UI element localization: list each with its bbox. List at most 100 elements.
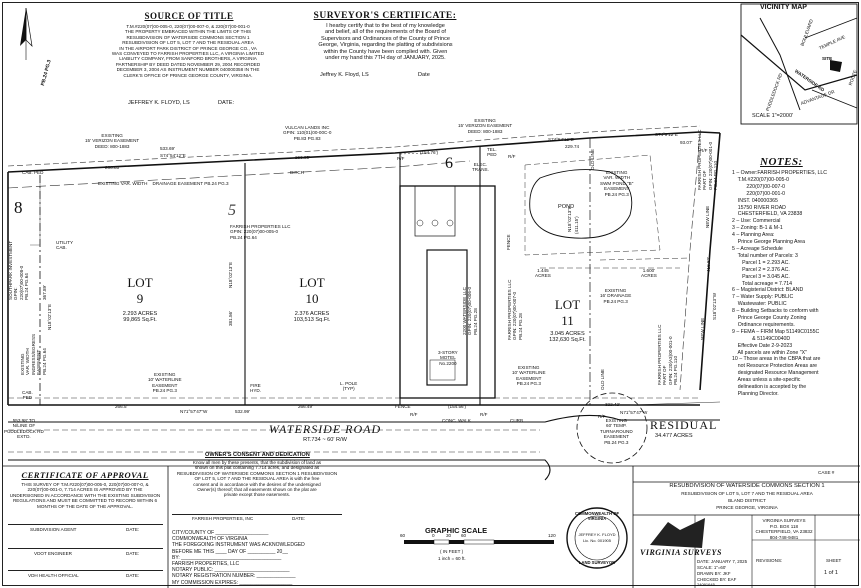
pond-label: POND [558, 204, 575, 210]
rf-label-5: R/F [598, 414, 606, 419]
road-edge-south [8, 459, 551, 481]
title-block-drawn: DRAWN BY: JKF [697, 571, 731, 576]
lot-10: LOT 10 2.376 ACRES 103,513 Sq.Ft. [293, 275, 331, 324]
scale-tick-0: 0 [432, 533, 435, 538]
verizon-easement-right: EXISTING 15' VERIZON EASEMENT DEED: 800-… [458, 118, 513, 134]
approval-line-2 [8, 548, 163, 549]
graphic-scale-heading: GRAPHIC SCALE [425, 526, 488, 535]
dim-533: 533.69' [160, 146, 175, 151]
source-title-heading: SOURCE OF TITLE [144, 11, 234, 21]
property-line-top [7, 131, 721, 173]
source-title-body: T.M.#220(07)00-005-0, 220(07)00-007-0, &… [111, 24, 265, 78]
dim-266d: 266.49' [298, 404, 313, 409]
dim-266c: 266.5' [115, 404, 128, 409]
title-block-job: 24091645 [697, 582, 715, 587]
scale-tick-120: 120 [548, 533, 556, 538]
seal-license: Lic. No. 001905 [582, 538, 612, 543]
bearing-top-right: S74°54'12"E [548, 137, 574, 142]
cab-ped-label: CAB. PED [22, 170, 44, 175]
dim-381: 381.56' [228, 311, 233, 326]
road-edge-north [8, 414, 720, 423]
lot-9: LOT 9 2.293 ACRES 99,865 Sq.Ft. [122, 275, 158, 324]
approval-heading: CERTIFICATE OF APPROVAL [21, 470, 149, 480]
north-arrow-icon [20, 7, 33, 60]
graphic-scale-bar [404, 539, 554, 545]
title-block-scale: SCALE: 1"=60' [697, 565, 727, 570]
bearing-bottom-right: N71°57'47"W [620, 410, 648, 415]
waterline-left-label: EXISTING 10' WATERLINE EASEMENT PB.24 PG… [148, 372, 182, 394]
new-line-label-1: NEW LINE [705, 205, 710, 228]
turnaround-label: EXISTING 60' TEMP. TURNAROUND EASEMENT P… [600, 418, 633, 445]
dim-532: 532.99' [235, 409, 250, 414]
farrish-right-label: FARRISH PROPERTIES LLC PART OF GPIN: 220… [657, 324, 679, 385]
lot-number-5: 5 [228, 202, 236, 219]
notary-block: CITY/COUNTY OF ___________________COMMON… [172, 530, 305, 586]
scale-tick-30: 30 [446, 533, 452, 538]
surveyor-signer: Jeffrey K. Floyd, LS [320, 72, 369, 78]
farrish-lot5-label: FARRISH PROPERTIES LLC GPIN: 220(07)00-0… [230, 224, 291, 240]
title-block-title: RESUBDIVISION OF WATERSIDE COMMONS SECTI… [669, 483, 825, 489]
notes-list: 1 – Owner:FARRISH PROPERTIES, LLC T.M.#2… [732, 170, 828, 397]
approval-line-3 [8, 570, 163, 571]
title-block-sheet: 1 of 1 [824, 570, 838, 576]
title-block-revisions: REVISIONS: [756, 558, 783, 563]
bearing-right: S18°02'13"W [712, 292, 717, 320]
dim-418: 418.82' [706, 257, 711, 272]
title-block-district: BLAND DISTRICT [728, 498, 766, 503]
title-block-date: DATE: JANUARY 7, 2025 [697, 559, 748, 564]
tel-ped-label: TEL. PED [487, 147, 497, 158]
rf-label-6: R/F [700, 148, 708, 153]
approval-line-1 [8, 524, 163, 525]
dim-322: 322.42' [605, 402, 620, 407]
waterside-llc-label: 2200 WATERSIDE LLC GPIN: 220(07)00-006-0… [462, 286, 478, 335]
cab-ped-bottom-label: CAB. PED [22, 390, 33, 401]
title-block-subtitle: RESUBDIVISION OF LOT 5, LOT 7 AND THE RE… [681, 491, 813, 496]
vicinity-site-label: SITE [822, 56, 833, 61]
old-line-label-1: OLD LINE [590, 149, 595, 170]
bearing-lot10: N18°02'13"E [228, 261, 233, 288]
surveyor-date: Date [418, 72, 430, 78]
approval-body: THIS SURVEY OF T.M.#220(07)00-005-0, 220… [9, 482, 161, 509]
curb-label: CURB [510, 418, 524, 423]
lot-number-6: 6 [445, 155, 453, 172]
dim-93: 93.07' [680, 140, 693, 145]
utility-cab-label: UTILITY CAB. [56, 240, 74, 251]
motel-label: 3-STORY MOTEL No.2200 [438, 350, 458, 366]
scale-unit: ( IN FEET ) [440, 549, 464, 554]
dim-367: 367.89' [42, 285, 47, 300]
ditch-label: DITCH [290, 170, 305, 175]
farrish-lot11-label: FARRISH PROPERTIES LLC GPIN: 220(07)00-0… [507, 279, 523, 340]
conc-walk-label: CONC. WALK [442, 418, 471, 423]
waterside-road: WATERSIDE ROAD RT.734 ~ 60' R/W [268, 422, 382, 443]
pond-outline [529, 169, 633, 239]
waterline-mid-label: EXISTING 10' WATERLINE EASEMENT PB.24 PG… [512, 365, 546, 387]
vicinity-map-heading: VICINITY MAP [760, 4, 807, 11]
property-line-right [699, 132, 721, 391]
southpark-label: SOUTHPARK INVESTMENT GPIN: 220(07)00-008… [8, 240, 30, 300]
bearing-lot9: N18°02'13"E [47, 303, 52, 330]
bearing-top-left: S74°54'12"E [160, 153, 186, 158]
company-logo-text: VIRGINIA SURVEYS [640, 548, 722, 557]
source-title-date: DATE: [218, 100, 235, 106]
bearing-bottom: N71°57'47"W [180, 409, 208, 414]
acres1600-label: 1.600' ACRES [641, 268, 657, 279]
rf-label-3: R/F [410, 412, 418, 417]
dim-411: (411.15') [574, 216, 579, 234]
ingress-label: EXISTING VAR. WIDTH INGRESS/EGRESS EASEM… [20, 333, 47, 375]
owners-consent-heading: OWNER'S CONSENT AND DEDICATION [205, 452, 310, 458]
rf-label-2: R/F [508, 154, 516, 159]
owners-consent-body: Know all men by these presents, that the… [176, 460, 338, 498]
puddledock-distance: 553.98' TO N/LINE OF PUDDLEDOCK RD EXTD. [4, 418, 44, 440]
virginia-state-logo [650, 518, 705, 548]
fence-vertical-label: FENCE [506, 234, 511, 250]
scale-tick-60l: 60 [400, 533, 406, 538]
source-title-signer: JEFFREY K. FLOYD, LS [128, 100, 190, 106]
dim-229: 229.74 [565, 144, 580, 149]
fire-hydrant-label: FIRE HYD. [250, 383, 261, 394]
dim-266a: 266.85' [105, 165, 120, 170]
